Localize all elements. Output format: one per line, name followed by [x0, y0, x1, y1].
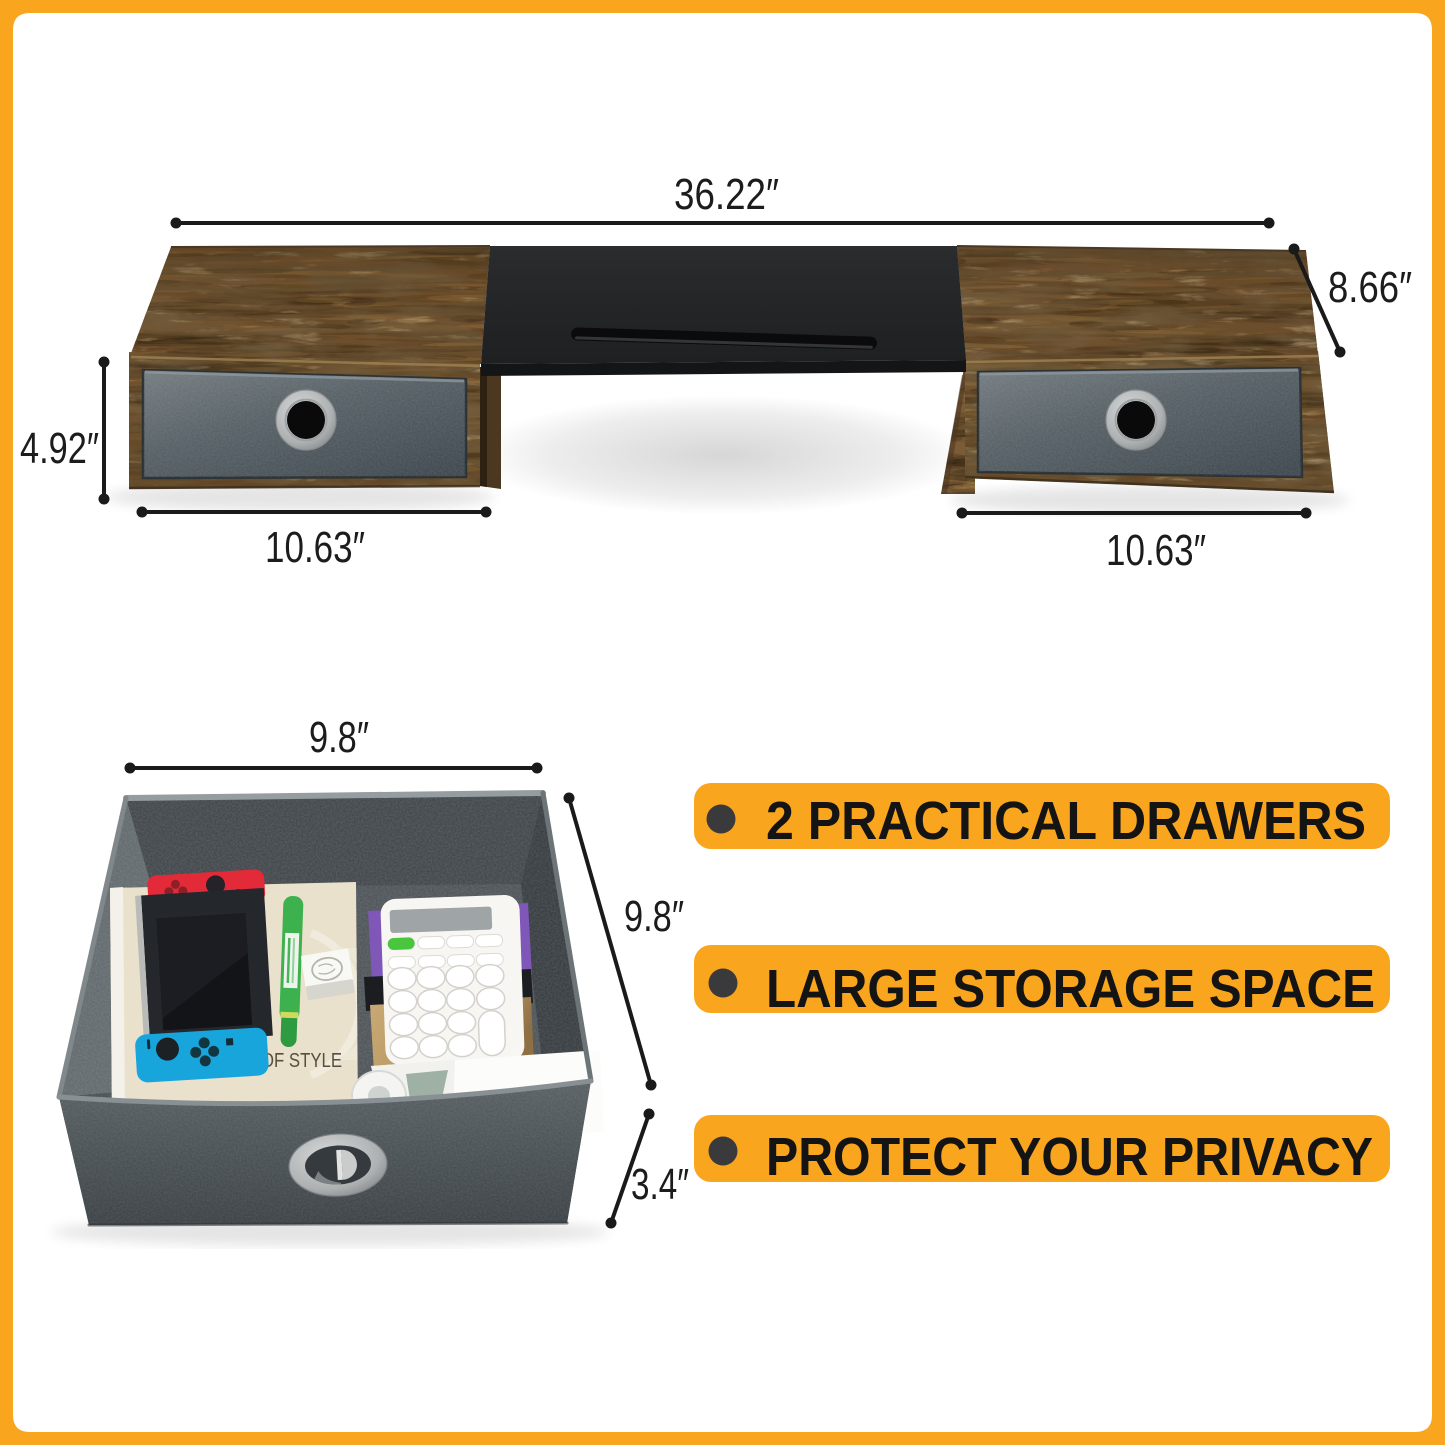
- svg-text:LARGE STORAGE SPACE: LARGE STORAGE SPACE: [766, 959, 1375, 1019]
- svg-text:9.8″: 9.8″: [309, 713, 369, 762]
- svg-text:3.4″: 3.4″: [631, 1160, 689, 1209]
- svg-text:36.22″: 36.22″: [674, 170, 779, 219]
- svg-text:8.66″: 8.66″: [1328, 263, 1412, 312]
- svg-text:9.8″: 9.8″: [624, 892, 684, 941]
- svg-text:PROTECT YOUR PRIVACY: PROTECT YOUR PRIVACY: [766, 1127, 1373, 1187]
- svg-text:4.92″: 4.92″: [20, 424, 99, 473]
- svg-text:2 PRACTICAL DRAWERS: 2 PRACTICAL DRAWERS: [766, 791, 1366, 851]
- svg-text:10.63″: 10.63″: [1106, 526, 1206, 575]
- svg-text:10.63″: 10.63″: [265, 523, 365, 572]
- svg-text:OF STYLE: OF STYLE: [261, 1050, 342, 1072]
